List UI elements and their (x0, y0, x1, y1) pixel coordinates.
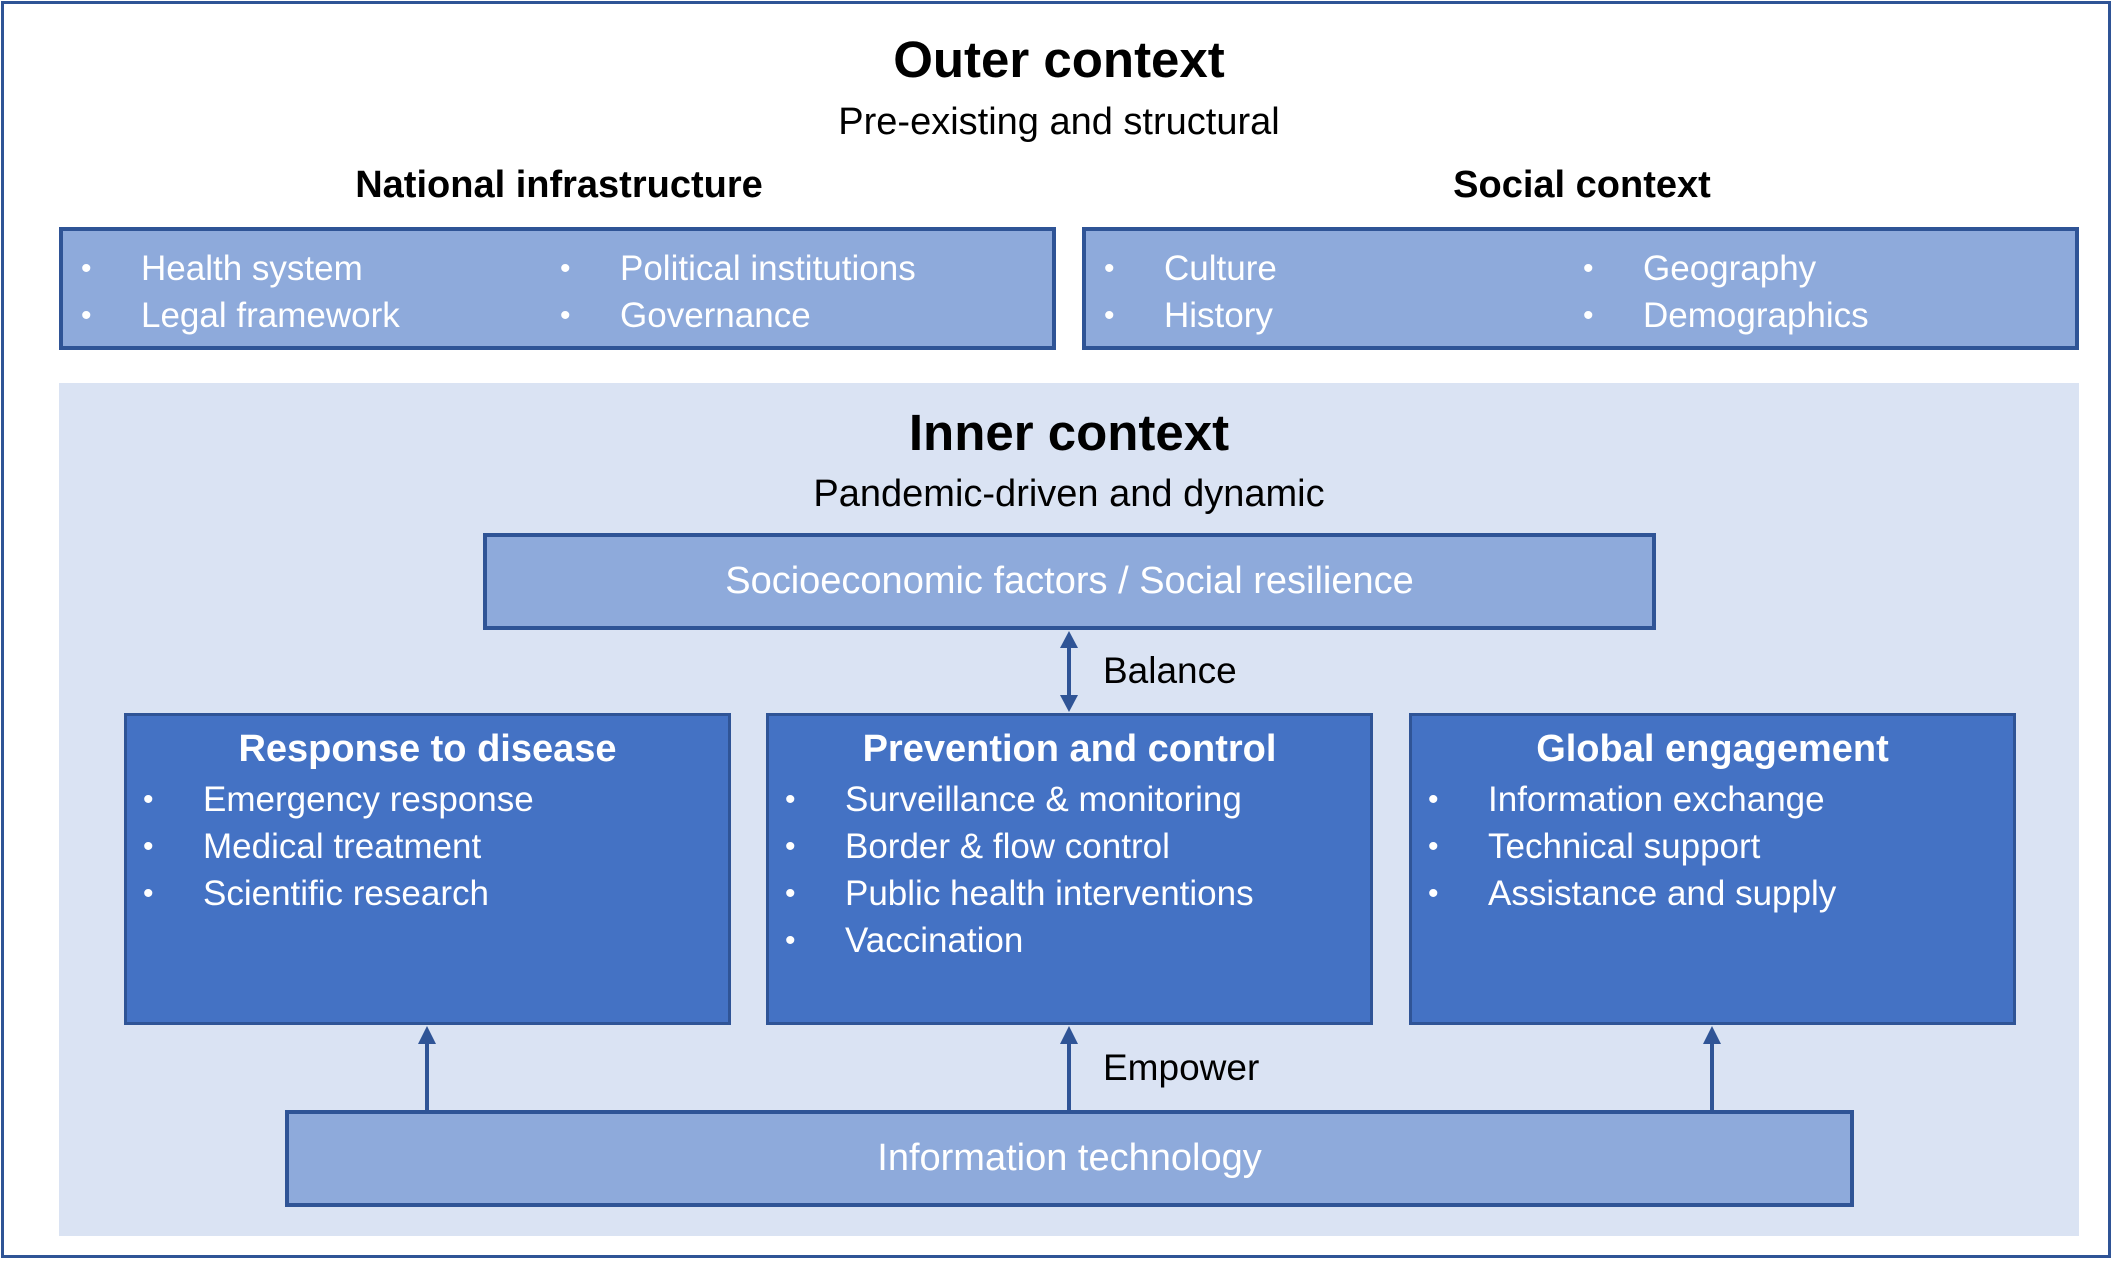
list-item: Emergency response (143, 776, 534, 823)
list-item: Border & flow control (785, 823, 1254, 870)
list-item: Scientific research (143, 870, 534, 917)
empower-arrow-center-head (1060, 1026, 1078, 1044)
global-engagement-list: Information exchange Technical support A… (1428, 776, 1836, 917)
balance-label: Balance (1103, 650, 1237, 691)
list-item: Political institutions (560, 245, 916, 292)
outer-context-title: Outer context (893, 31, 1225, 88)
list-item: Technical support (1428, 823, 1836, 870)
information-technology-box: Information technology (285, 1110, 1854, 1207)
response-to-disease-box: Response to disease Emergency response M… (124, 713, 731, 1025)
list-item: History (1104, 292, 1277, 339)
social-context-list-2: Geography Demographics (1583, 245, 1869, 339)
list-item: Information exchange (1428, 776, 1836, 823)
empower-label: Empower (1103, 1047, 1260, 1088)
social-context-list-1: Culture History (1104, 245, 1277, 339)
list-item: Assistance and supply (1428, 870, 1836, 917)
list-item: Health system (81, 245, 400, 292)
inner-context-subtitle: Pandemic-driven and dynamic (813, 473, 1325, 515)
global-engagement-box: Global engagement Information exchange T… (1409, 713, 2016, 1025)
response-to-disease-list: Emergency response Medical treatment Sci… (143, 776, 534, 917)
global-engagement-title: Global engagement (1536, 728, 1889, 770)
national-infrastructure-list-1: Health system Legal framework (81, 245, 400, 339)
empower-arrow-right-head (1703, 1026, 1721, 1044)
list-item: Medical treatment (143, 823, 534, 870)
national-infrastructure-list-2: Political institutions Governance (560, 245, 916, 339)
list-item: Demographics (1583, 292, 1869, 339)
socioeconomic-label: Socioeconomic factors / Social resilienc… (725, 560, 1414, 602)
list-item: Public health interventions (785, 870, 1254, 917)
socioeconomic-box: Socioeconomic factors / Social resilienc… (483, 533, 1656, 630)
list-item: Culture (1104, 245, 1277, 292)
empower-arrow-left-head (418, 1026, 436, 1044)
prevention-and-control-list: Surveillance & monitoring Border & flow … (785, 776, 1254, 964)
list-item: Governance (560, 292, 916, 339)
outer-context-subtitle: Pre-existing and structural (838, 101, 1280, 143)
list-item: Surveillance & monitoring (785, 776, 1254, 823)
social-context-box: Culture History Geography Demographics (1082, 227, 2079, 350)
balance-arrow-head-up (1060, 631, 1078, 648)
prevention-and-control-title: Prevention and control (862, 728, 1277, 770)
national-infrastructure-heading: National infrastructure (355, 164, 763, 206)
information-technology-label: Information technology (877, 1137, 1262, 1179)
balance-arrow-head-down (1060, 695, 1078, 712)
response-to-disease-title: Response to disease (238, 728, 617, 770)
list-item: Legal framework (81, 292, 400, 339)
social-context-heading: Social context (1453, 164, 1711, 206)
list-item: Vaccination (785, 917, 1254, 964)
prevention-and-control-box: Prevention and control Surveillance & mo… (766, 713, 1373, 1025)
inner-context-title: Inner context (908, 404, 1230, 461)
list-item: Geography (1583, 245, 1869, 292)
national-infrastructure-box: Health system Legal framework Political … (59, 227, 1056, 350)
